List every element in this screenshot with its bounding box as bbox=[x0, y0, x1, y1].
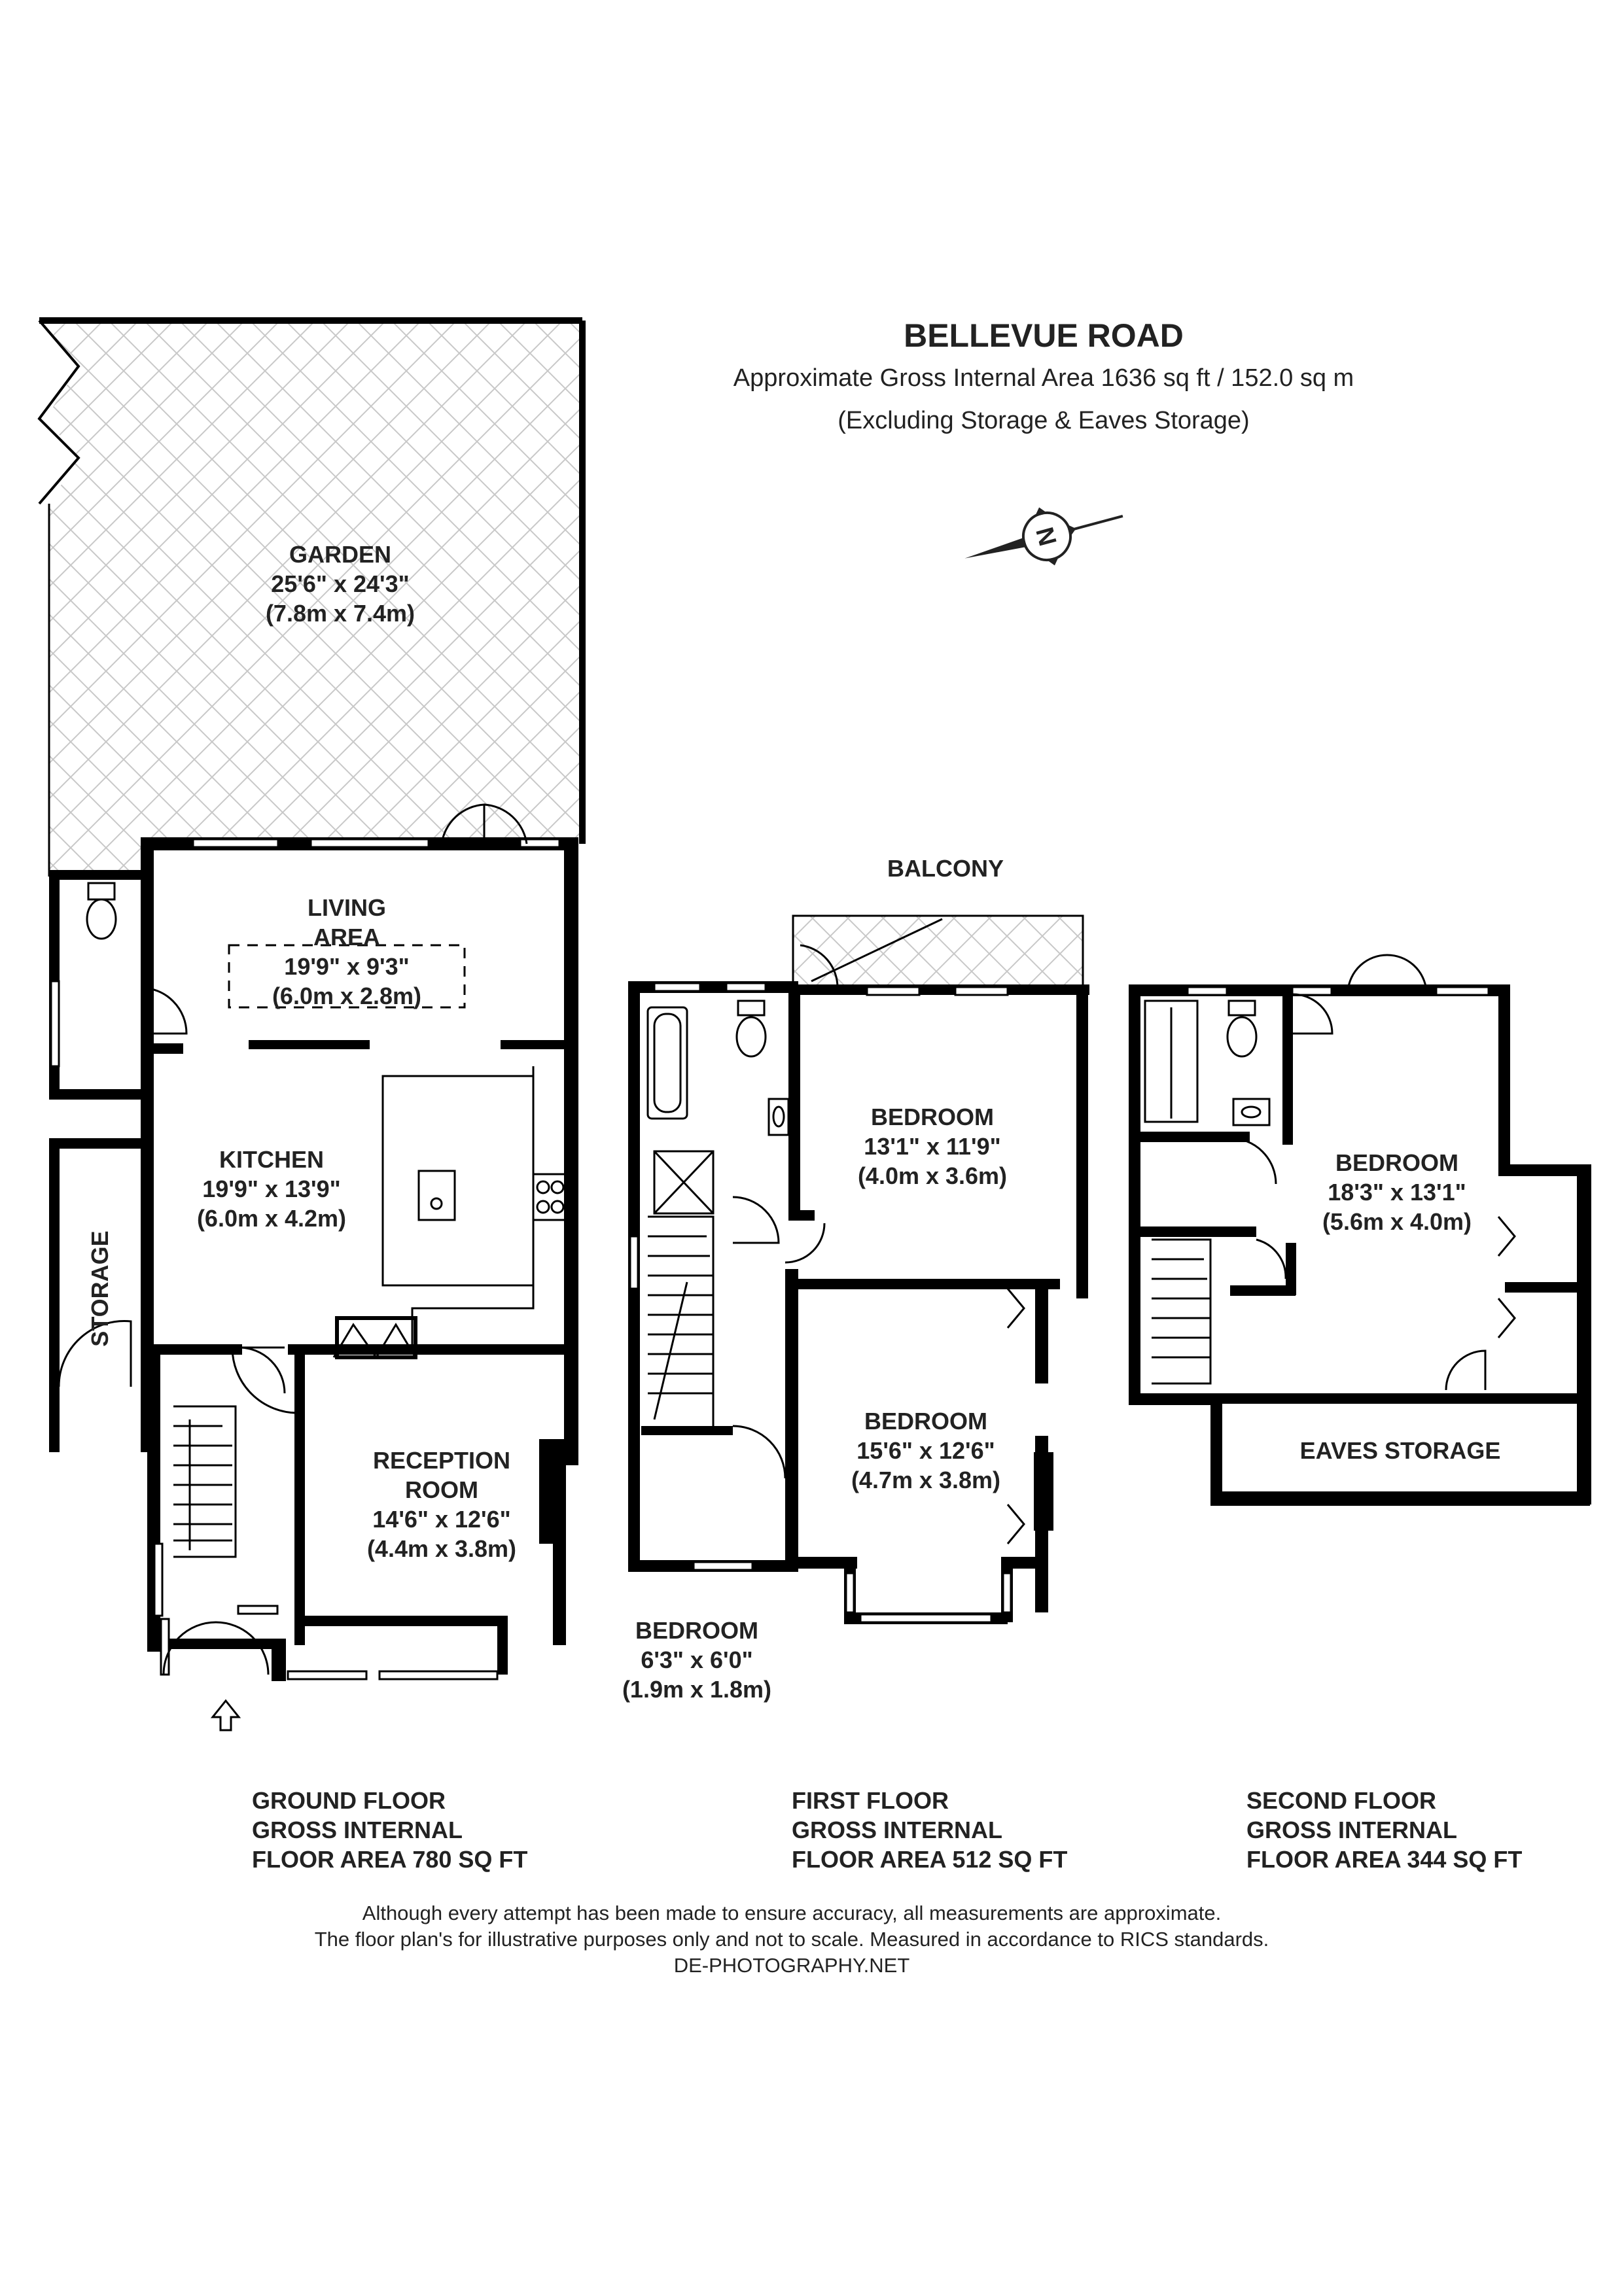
first-floor-doors bbox=[732, 944, 1025, 1544]
second-floor-staircase bbox=[1152, 1238, 1212, 1385]
plan-title: BELLEVUE ROAD bbox=[904, 317, 1184, 354]
second-floor-caption-line2: GROSS INTERNAL bbox=[1246, 1817, 1457, 1843]
bedroom-front-imperial: 15'6" x 12'6" bbox=[856, 1437, 995, 1464]
reception-name-line2: ROOM bbox=[405, 1476, 478, 1503]
second-floor-windows bbox=[1186, 986, 1490, 996]
bedroom-rear-imperial: 13'1" x 11'9" bbox=[864, 1133, 1000, 1160]
compass-icon: N bbox=[964, 507, 1123, 566]
second-bedroom-name: BEDROOM bbox=[1335, 1149, 1458, 1176]
shower-icon bbox=[653, 1150, 715, 1215]
second-bedroom-metric: (5.6m x 4.0m) bbox=[1322, 1208, 1472, 1235]
ground-floor-plan: GARDEN 25'6" x 24'3" (7.8m x 7.4m) LIVIN… bbox=[37, 317, 586, 1731]
second-floor-plan: BEDROOM 18'3" x 13'1" (5.6m x 4.0m) EAVE… bbox=[1129, 954, 1591, 1506]
ground-floor-windows bbox=[50, 838, 561, 1680]
bedroom-front-metric: (4.7m x 3.8m) bbox=[851, 1467, 1000, 1493]
garden-metric: (7.8m x 7.4m) bbox=[266, 600, 415, 627]
first-floor-caption-line3: FLOOR AREA 512 SQ FT bbox=[792, 1846, 1067, 1873]
first-floor-staircase bbox=[648, 1215, 715, 1426]
ground-floor-caption-line2: GROSS INTERNAL bbox=[252, 1817, 463, 1843]
disclaimer-line1: Although every attempt has been made to … bbox=[362, 1902, 1221, 1924]
second-floor-toilet-icon bbox=[1226, 1000, 1258, 1058]
first-floor-basin-icon bbox=[768, 1098, 790, 1136]
garden-imperial: 25'6" x 24'3" bbox=[271, 570, 409, 597]
living-area-metric: (6.0m x 2.8m) bbox=[272, 983, 421, 1009]
wc-toilet-icon bbox=[86, 882, 117, 940]
living-area-name-line2: AREA bbox=[313, 924, 380, 950]
floor-captions: GROUND FLOOR GROSS INTERNAL FLOOR AREA 7… bbox=[252, 1787, 1522, 1873]
bedroom-rear-name: BEDROOM bbox=[871, 1104, 994, 1130]
kitchen-imperial: 19'9" x 13'9" bbox=[202, 1175, 340, 1202]
hob-icon bbox=[532, 1173, 567, 1221]
balcony-name: BALCONY bbox=[887, 855, 1004, 882]
kitchen-metric: (6.0m x 4.2m) bbox=[197, 1205, 346, 1232]
kitchen-name: KITCHEN bbox=[219, 1146, 324, 1173]
ground-floor-doors bbox=[58, 803, 528, 1675]
bedroom-small-metric: (1.9m x 1.8m) bbox=[622, 1676, 771, 1703]
second-floor-doors bbox=[1229, 954, 1516, 1391]
first-floor-caption-line2: GROSS INTERNAL bbox=[792, 1817, 1002, 1843]
reception-name-line1: RECEPTION bbox=[373, 1447, 510, 1474]
living-area-imperial: 19'9" x 9'3" bbox=[284, 953, 409, 980]
kitchen-island bbox=[381, 1075, 535, 1287]
eaves-storage-name: EAVES STORAGE bbox=[1300, 1437, 1501, 1464]
garden-name: GARDEN bbox=[289, 541, 391, 568]
bedroom-small-name: BEDROOM bbox=[635, 1617, 758, 1644]
disclaimer-line2: The floor plan's for illustrative purpos… bbox=[315, 1928, 1269, 1951]
bedroom-rear-metric: (4.0m x 3.6m) bbox=[858, 1162, 1007, 1189]
header: BELLEVUE ROAD Approximate Gross Internal… bbox=[733, 317, 1354, 434]
disclaimer: Although every attempt has been made to … bbox=[315, 1902, 1269, 1977]
bedroom-front-name: BEDROOM bbox=[864, 1408, 987, 1435]
area-summary: Approximate Gross Internal Area 1636 sq … bbox=[733, 364, 1354, 392]
first-floor-windows bbox=[629, 982, 1012, 1624]
ground-floor-staircase bbox=[173, 1405, 237, 1558]
ground-floor-caption-line3: FLOOR AREA 780 SQ FT bbox=[252, 1846, 527, 1873]
area-exclusions: (Excluding Storage & Eaves Storage) bbox=[838, 407, 1249, 434]
second-floor-caption-line3: FLOOR AREA 344 SQ FT bbox=[1246, 1846, 1522, 1873]
garden bbox=[37, 317, 586, 877]
reception-imperial: 14'6" x 12'6" bbox=[372, 1506, 510, 1533]
storage-name: STORAGE bbox=[86, 1230, 113, 1346]
bath-icon bbox=[646, 1006, 688, 1120]
first-floor-toilet-icon bbox=[735, 1000, 767, 1058]
first-floor-caption-line1: FIRST FLOOR bbox=[792, 1787, 949, 1814]
reception-metric: (4.4m x 3.8m) bbox=[367, 1535, 516, 1562]
second-floor-caption-line1: SECOND FLOOR bbox=[1246, 1787, 1436, 1814]
disclaimer-credit: DE-PHOTOGRAPHY.NET bbox=[674, 1954, 910, 1977]
bedroom-small-imperial: 6'3" x 6'0" bbox=[641, 1646, 752, 1673]
second-bedroom-imperial: 18'3" x 13'1" bbox=[1328, 1179, 1466, 1206]
living-area-name-line1: LIVING bbox=[308, 894, 386, 921]
second-floor-basin-icon bbox=[1232, 1098, 1271, 1126]
ground-floor-caption-line1: GROUND FLOOR bbox=[252, 1787, 446, 1814]
first-floor-plan: BALCONY BEDROOM 13'1" x 11'9" (4.0m x 3.… bbox=[622, 855, 1089, 1703]
kitchen-worktop bbox=[411, 1066, 535, 1348]
second-floor-shower-icon bbox=[1144, 1000, 1199, 1123]
roof-light-outline bbox=[228, 944, 466, 1009]
entrance-arrow-icon bbox=[210, 1699, 241, 1731]
